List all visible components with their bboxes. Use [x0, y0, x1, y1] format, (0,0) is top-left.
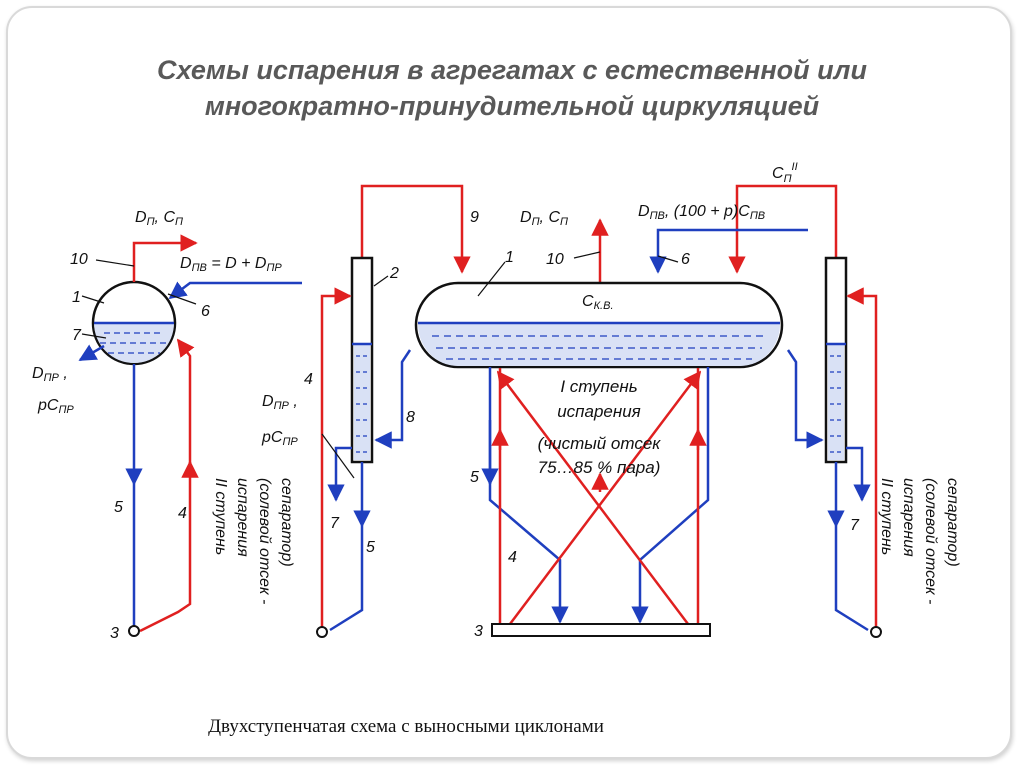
caption: Двухступенчатая схема с выносными циклон… [208, 716, 604, 737]
stage2-right-text: II ступень испарения (солевой отсек - се… [878, 478, 961, 604]
cyclone-blowdown-label: DПР , [262, 393, 298, 412]
main-label-3: 3 [474, 623, 483, 640]
left-cyclone-steam-pipe [360, 184, 471, 274]
left-blowdown-label-2: pCПР [37, 397, 74, 416]
main-riser-cross-1 [509, 370, 702, 625]
main-label-5b: 5 [470, 469, 479, 486]
left-label-3: 3 [110, 625, 119, 642]
cyclone-blowdown-label-2: pCПР [261, 429, 298, 448]
main-riser-cross-2 [496, 370, 689, 625]
main-label-4b: 4 [508, 549, 517, 566]
left-cyclone-riser [320, 287, 352, 630]
svg-text:сепаратор): сепаратор) [278, 478, 295, 567]
left-cyclone-feed-8 [374, 349, 412, 449]
main-label-7a: 7 [330, 515, 340, 532]
drum-feed-pipe [649, 228, 808, 274]
left-label-10: 10 [70, 251, 88, 268]
main-bottom-header [491, 623, 711, 637]
main-label-9: 9 [470, 209, 479, 226]
svg-text:II ступень: II ступень [212, 478, 229, 555]
stage1-line-4: 75…85 % пара) [538, 458, 661, 477]
main-label-6: 6 [681, 251, 690, 268]
title-line-2: многократно-принудительной циркуляцией [204, 91, 820, 121]
main-label-2: 2 [389, 265, 399, 282]
svg-text:сепаратор): сепаратор) [944, 478, 961, 567]
stage1-line-3: (чистый отсек [538, 434, 662, 453]
slide-title: Схемы испарения в агрегатах с естественн… [40, 52, 984, 124]
main-label-10: 10 [546, 251, 564, 268]
left-blowdown-label: DПР , [32, 365, 68, 384]
svg-text:II ступень: II ступень [878, 478, 895, 555]
stage2-left-text: II ступень испарения (солевой отсек - се… [212, 478, 295, 604]
cyclone-steam-label: CПII [772, 161, 798, 185]
main-label-4a: 4 [304, 371, 313, 388]
left-label-7: 7 [72, 327, 82, 344]
right-cyclone-feed [786, 349, 824, 449]
left-cyclone-header [316, 626, 328, 638]
left-steam-label: DП, CП [135, 209, 183, 228]
left-label-1: 1 [72, 289, 81, 306]
left-label-6: 6 [201, 303, 210, 320]
stage1-line-2: испарения [557, 402, 641, 421]
main-label-7b: 7 [850, 517, 860, 534]
left-label-4: 4 [178, 505, 187, 522]
main-scheme: I ступень испарения (чистый отсек 75…85 … [261, 161, 882, 640]
svg-text:испарения: испарения [234, 478, 251, 557]
drum-feed-label: DПВ, (100 + p)CПВ [638, 203, 765, 222]
main-label-8: 8 [406, 409, 415, 426]
left-cyclone-blowdown [327, 446, 352, 502]
svg-text:испарения: испарения [900, 478, 917, 557]
right-cyclone-header [870, 626, 882, 638]
left-blowdown-pipe [78, 344, 105, 362]
left-scheme: DП, CП DПВ = D + DПР DПР , pCПР 10 1 6 7… [32, 209, 302, 642]
main-downcomer-right [631, 367, 710, 624]
right-cyclone-blowdown [846, 446, 871, 502]
left-header [128, 625, 140, 637]
svg-text:(солевой отсек -: (солевой отсек - [922, 478, 939, 604]
title-line-1: Схемы испарения в агрегатах с естественн… [157, 55, 867, 85]
stage1-line-1: I ступень [560, 377, 637, 396]
left-feed-pipe [168, 281, 302, 300]
main-label-1: 1 [505, 249, 514, 266]
left-riser [139, 338, 195, 633]
main-label-5a: 5 [366, 539, 375, 556]
left-label-5: 5 [114, 499, 123, 516]
svg-text:(солевой отсек -: (солевой отсек - [256, 478, 273, 604]
main-drum-water [417, 323, 781, 366]
drum-steam-label: DП, CП [520, 209, 568, 228]
right-cyclone-riser [846, 287, 878, 630]
left-steam-pipe [132, 234, 198, 282]
left-feed-label: DПВ = D + DПР [180, 255, 282, 274]
